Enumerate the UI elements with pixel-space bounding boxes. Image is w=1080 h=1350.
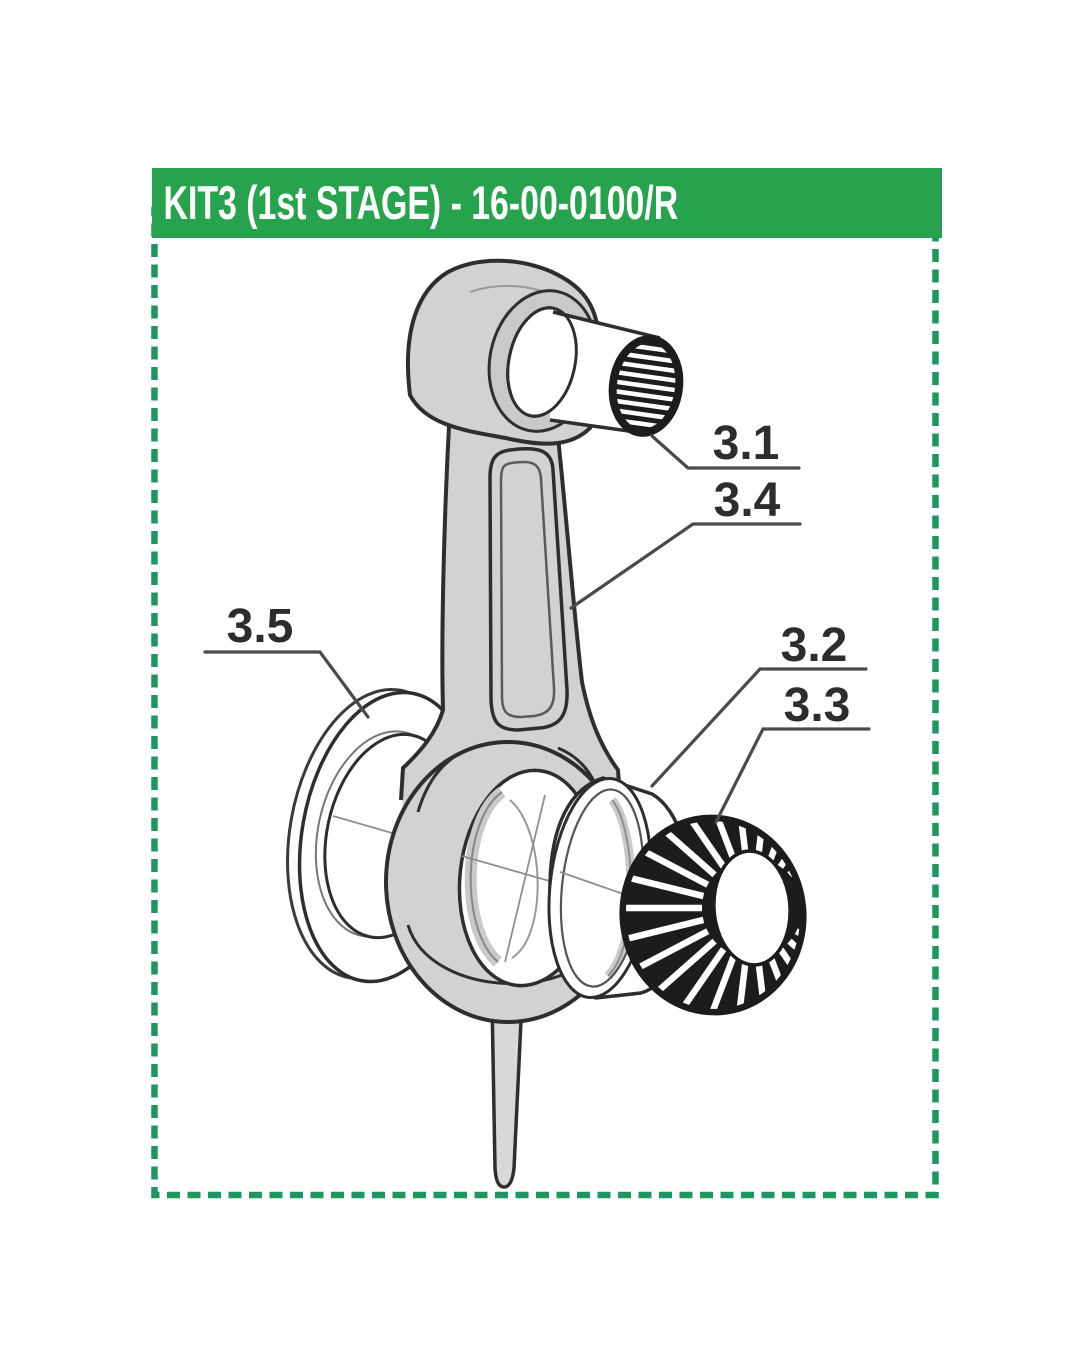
- leader-3-5: [203, 650, 370, 719]
- part-label-3-3: 3.3: [783, 679, 851, 732]
- beam-slot-inner: [499, 460, 556, 719]
- part-3-3-needle-cage: [611, 773, 888, 1043]
- leader-3-1: [650, 434, 801, 470]
- part-3-1-pin-bearing: [487, 289, 684, 437]
- leader-3-3: [714, 727, 871, 824]
- leader-3-2: [650, 667, 868, 788]
- part-label-3-4: 3.4: [713, 474, 781, 527]
- leader-3-4: [569, 522, 802, 610]
- cage-opening: [712, 849, 792, 967]
- leader-lines: [203, 434, 871, 824]
- kit-title: KIT3 (1st STAGE) - 16-00-0100/R: [163, 176, 679, 229]
- part-label-3-2: 3.2: [780, 619, 848, 672]
- part-label-3-5: 3.5: [226, 600, 294, 653]
- beam-slot-outline: [488, 447, 569, 732]
- kit-header-bar: KIT3 (1st STAGE) - 16-00-0100/R: [152, 168, 942, 238]
- rod-tail-pointer: [490, 998, 524, 1189]
- part-label-3-1: 3.1: [712, 417, 780, 470]
- washer-centerline: [332, 815, 393, 834]
